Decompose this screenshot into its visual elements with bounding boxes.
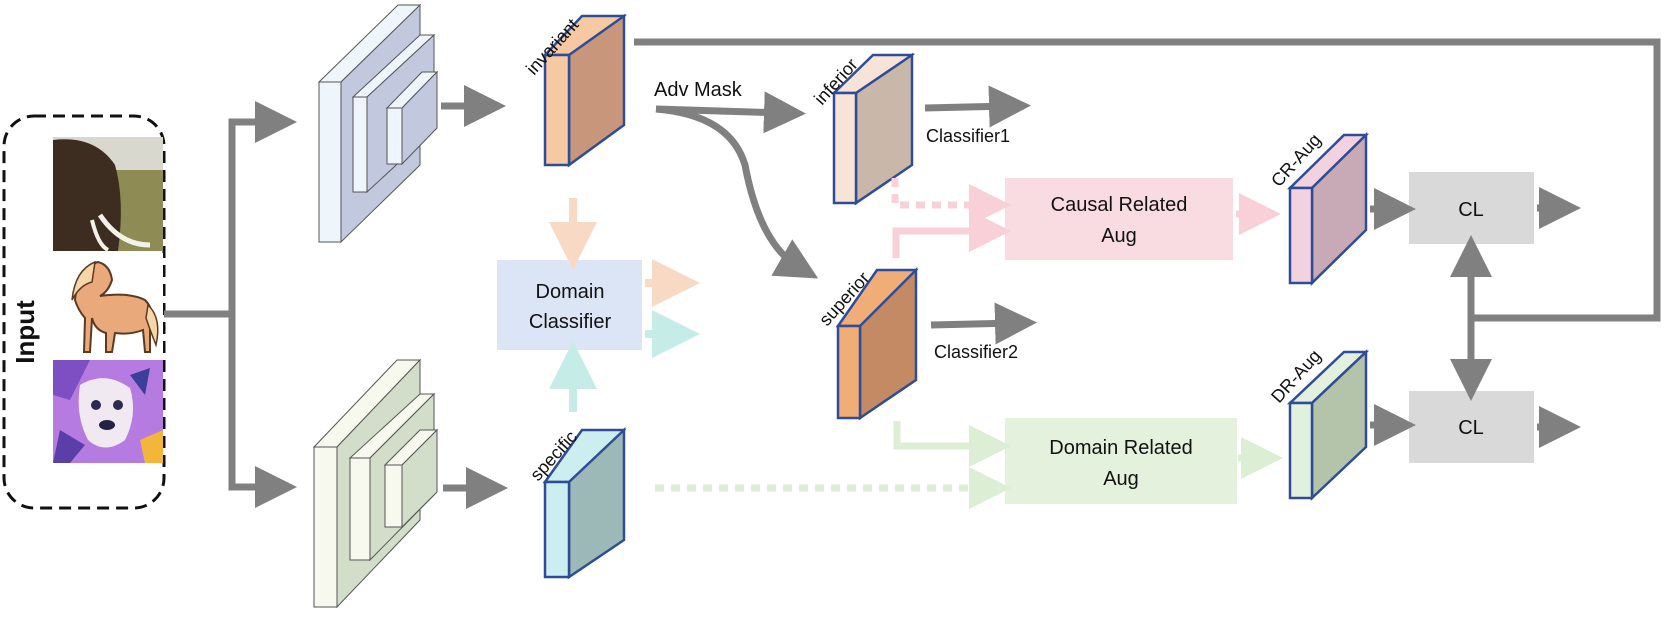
encoder-arrows [441, 85, 508, 509]
input-panel: Input [2, 114, 166, 510]
domain-classifier-arrows [549, 198, 700, 412]
invariant-encoder [317, 3, 439, 244]
elephant-image [53, 137, 163, 252]
superior-feature-cube [835, 266, 919, 421]
horse-image [53, 253, 163, 358]
cl-bottom-box: CL [1409, 391, 1534, 463]
domain-aug-line2: Aug [1103, 468, 1139, 490]
classifier1-arrow [924, 85, 1031, 128]
domain-aug-input-arrows [655, 421, 1283, 509]
domain-classifier-line1: Domain [536, 281, 605, 303]
causal-related-aug-box: Causal Related Aug [1005, 178, 1233, 260]
classifier2-arrow [930, 302, 1037, 345]
cl-top-box: CL [1409, 172, 1534, 244]
causal-aug-input-arrows [891, 178, 1281, 258]
classifier2-label: Classifier2 [934, 342, 1018, 362]
domain-classifier-box: Domain Classifier [497, 260, 642, 350]
cl-arrows [634, 38, 1661, 448]
invariant-feature-cube [542, 13, 627, 168]
domain-classifier-line2: Classifier [529, 311, 612, 333]
causal-aug-line2: Aug [1101, 225, 1137, 247]
domain-related-aug-box: Domain Related Aug [1005, 418, 1237, 504]
dr-aug-feature-cube [1286, 349, 1370, 501]
adv-mask-label: Adv Mask [654, 79, 743, 101]
domain-aug-line1: Domain Related [1049, 437, 1192, 459]
dog-painting-image [53, 360, 163, 463]
cr-aug-feature-cube [1286, 132, 1370, 286]
inferior-feature-cube [830, 52, 916, 206]
classifier1-label: Classifier1 [926, 126, 1010, 146]
specific-encoder [312, 358, 439, 609]
input-label: Input [10, 300, 40, 364]
causal-aug-line1: Causal Related [1051, 194, 1188, 216]
adv-mask-arrows [655, 91, 819, 279]
cl-bottom-label: CL [1458, 417, 1484, 439]
input-branch-arrows [164, 101, 297, 508]
cl-top-label: CL [1458, 199, 1484, 221]
specific-feature-cube [542, 427, 627, 580]
